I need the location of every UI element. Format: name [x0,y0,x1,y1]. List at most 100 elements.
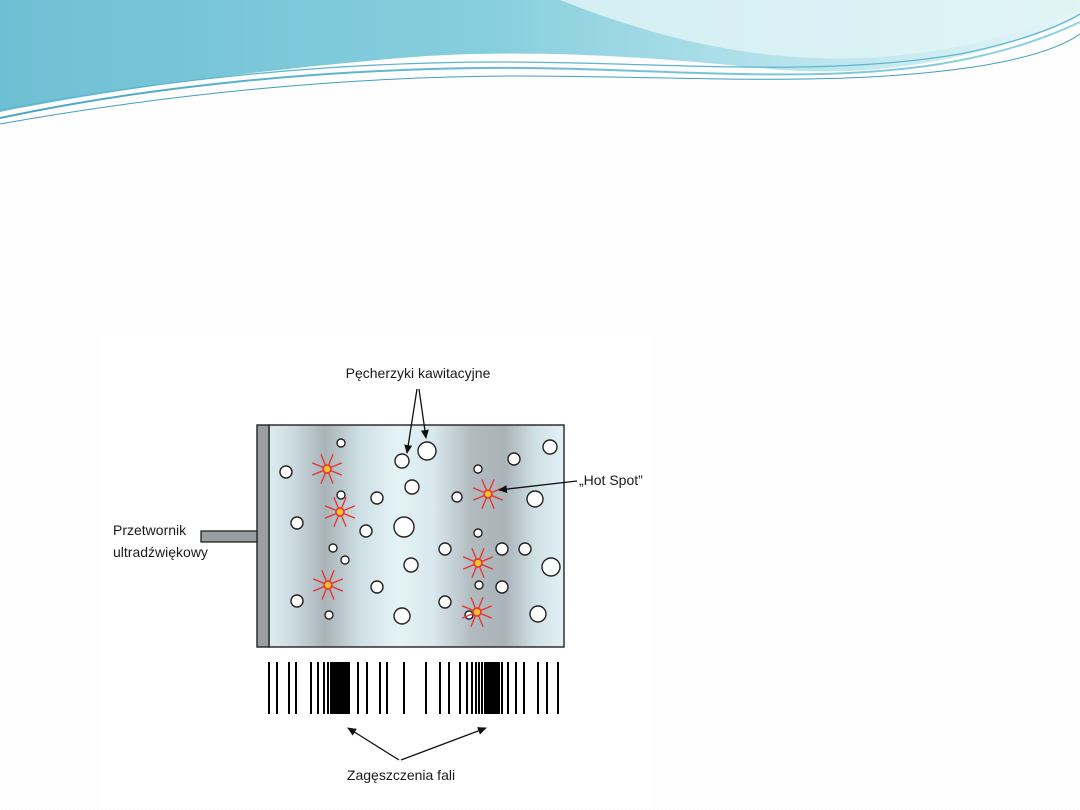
bubble [495,580,509,594]
hotspot-core [472,607,482,617]
compression-bar [557,662,559,714]
compression-bar [478,662,480,714]
arrows [347,388,578,761]
compression-bar [484,662,486,714]
compression-bar [501,662,503,714]
compression-bar [288,662,290,714]
bubble [393,607,411,625]
bubble [451,491,463,503]
bubble [324,610,334,620]
wave-line-1 [0,21,1080,119]
bubble [404,479,420,495]
compression-bar [494,662,496,714]
hotspot-core [483,489,493,499]
arrow-hotspot [498,480,578,494]
compression-bar [276,662,278,714]
compression-bar [403,662,405,714]
compression-bar [357,662,359,714]
wave-band-light [560,0,1080,59]
hotspot-core [323,580,333,590]
compression-bar [490,662,492,714]
hotspot-burst [462,547,494,579]
compression-bar [310,662,312,714]
label-transducer-line1: Przetwornik [113,522,187,538]
hotspot-burst [472,478,504,510]
bubble [473,464,483,474]
compression-bar [334,662,336,714]
compression-bar [332,662,334,714]
hotspot-burst [312,569,344,601]
bubble [290,516,304,530]
bubble [279,465,293,479]
bubble [518,542,532,556]
arrow-bubbles-right [418,388,429,439]
transducer-plate [256,424,270,648]
header-wave-decoration [0,0,1080,125]
bubble [542,439,558,455]
compression-bar [348,662,350,714]
compression-bar [295,662,297,714]
hotspot-core [473,558,483,568]
compression-bar [537,662,539,714]
compression-bar [523,662,525,714]
bubble [393,516,415,538]
compression-bar [386,662,388,714]
hotspot-burst [324,496,356,528]
bubble [438,542,452,556]
compression-bar [448,662,450,714]
bubble [526,490,544,508]
hotspot-burst [461,596,493,628]
compression-bar [327,662,329,714]
arrow-compression-right [400,727,487,761]
bubble [328,543,338,553]
compression-bar [425,662,427,714]
hotspot-core [322,464,332,474]
bubble [438,595,452,609]
wave-line-2 [0,13,1080,111]
hotspot-core [335,507,345,517]
compression-bar [471,662,473,714]
bubble [359,524,373,538]
bubbles [279,438,561,625]
compression-bar [507,662,509,714]
compression-bar [498,662,500,714]
bubble [417,441,437,461]
label-hotspot: „Hot Spot” [579,472,643,488]
bubble [340,555,350,565]
compression-bar [340,662,342,714]
arrow-bubbles-left [404,388,418,454]
compression-bar [466,662,468,714]
compression-bar [515,662,517,714]
compression-bar [439,662,441,714]
bubble [290,594,304,608]
bubble [403,557,419,573]
bubble [370,580,384,594]
compression-bar [336,662,338,714]
compression-bar [459,662,461,714]
hotspots [311,453,504,628]
compression-bar [317,662,319,714]
compression-bar [481,662,483,714]
compression-bar [342,662,344,714]
compression-bar [344,662,346,714]
compression-bar [338,662,340,714]
compression-bar [379,662,381,714]
hotspot-burst [311,453,343,485]
bubble [473,528,483,538]
compression-bar [486,662,488,714]
compression-bar [346,662,348,714]
compression-bar [475,662,477,714]
compression-bar [323,662,325,714]
bubble [394,453,410,469]
compression-bar [546,662,548,714]
bubble [541,557,561,577]
cavitation-diagram: Pęcherzyki kawitacyjne „Hot Spot” Przetw… [113,365,643,783]
bubble [336,438,346,448]
bubble [370,491,384,505]
compression-bar [496,662,498,714]
bubble [474,580,484,590]
compression-bar [492,662,494,714]
label-transducer-line2: ultradźwiękowy [113,544,208,560]
bubble [495,542,509,556]
bubble [336,490,346,500]
